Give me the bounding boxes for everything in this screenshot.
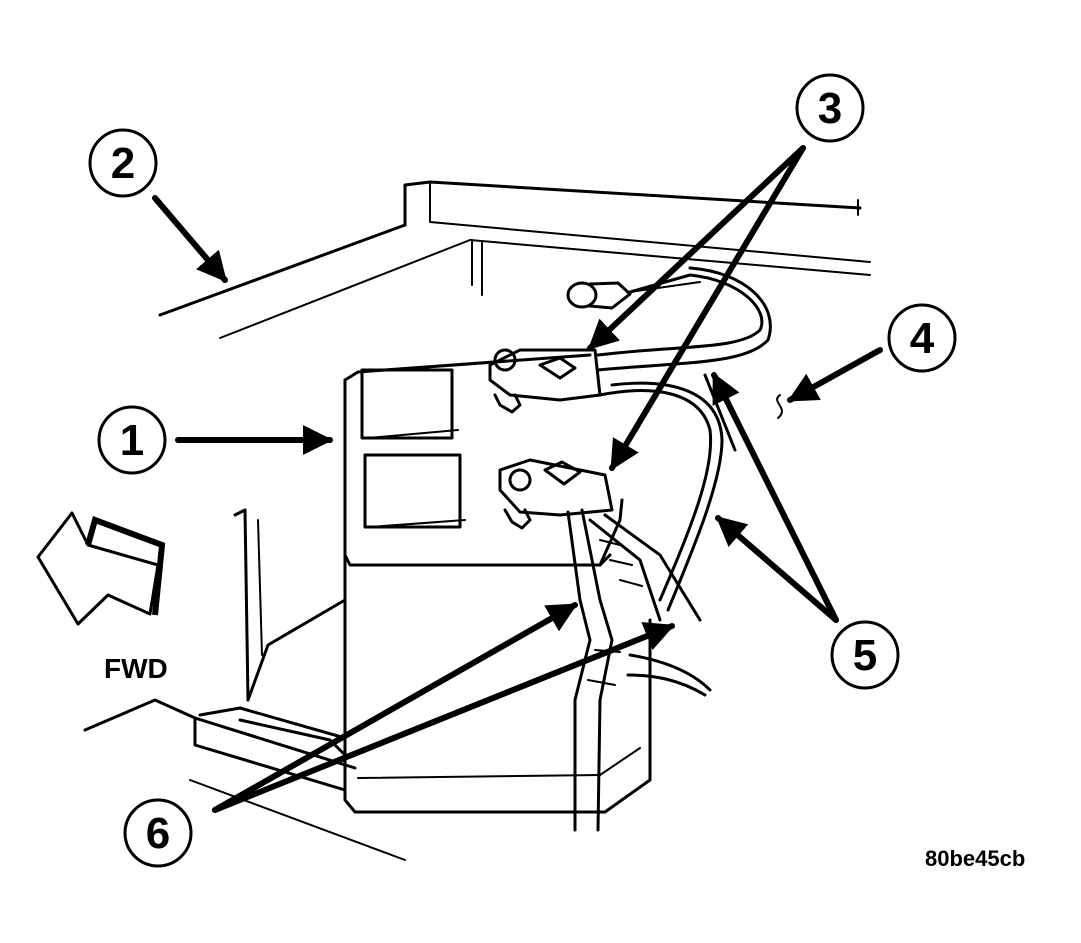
ground-stud — [566, 281, 701, 310]
callout-1-label: 1 — [120, 416, 144, 465]
battery-tray-panel — [158, 180, 871, 339]
battery — [343, 353, 652, 814]
wiring-harness — [566, 508, 712, 832]
callout-arrows — [152, 145, 883, 813]
callout-3-label: 3 — [818, 84, 842, 133]
callout-2: 2 — [88, 128, 158, 198]
callout-5: 5 — [830, 620, 900, 690]
figure-id: 80be45cb — [925, 846, 1025, 871]
callout-5-label: 5 — [853, 631, 877, 680]
forward-direction-arrow — [36, 511, 166, 626]
callout-4: 4 — [887, 303, 957, 373]
callout-6-label: 6 — [146, 809, 170, 858]
negative-terminal — [498, 458, 614, 530]
callout-2-label: 2 — [111, 139, 135, 188]
battery-hold-down — [83, 508, 406, 861]
callout-4-label: 4 — [910, 314, 935, 363]
fwd-label: FWD — [104, 653, 168, 684]
callout-3: 3 — [795, 73, 865, 143]
callout-6: 6 — [123, 798, 193, 868]
callout-1: 1 — [97, 405, 167, 475]
positive-terminal — [488, 348, 602, 414]
